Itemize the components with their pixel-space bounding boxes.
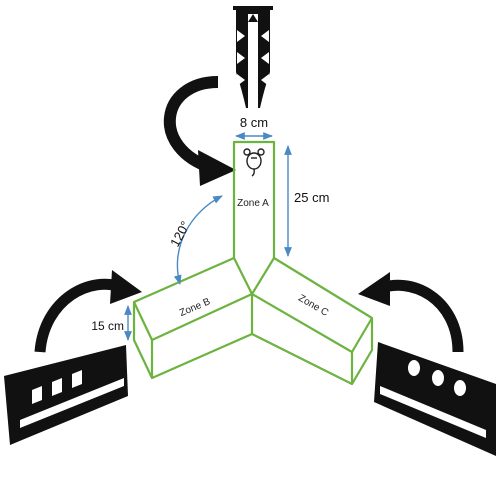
right-insertion-arrow-icon (358, 272, 464, 353)
arm-width-dimension: 8 cm (235, 115, 273, 140)
zone-c-label: Zone C (296, 293, 330, 319)
arm-length-label: 25 cm (294, 190, 329, 205)
arm-c (251, 257, 374, 386)
top-insertion-arrow-icon (164, 76, 236, 186)
right-cue-panel (374, 342, 496, 456)
arm-angle-dimension: 120° (167, 195, 223, 285)
arm-width-label: 8 cm (240, 115, 268, 130)
triangle-cue-icon (237, 30, 269, 86)
zone-a-label: Zone A (237, 198, 269, 209)
top-cue-panel (233, 6, 273, 108)
arm-length-dimension: 25 cm (284, 145, 329, 257)
y-maze (132, 140, 374, 386)
arm-a (232, 140, 276, 258)
wall-height-label: 15 cm (91, 319, 124, 333)
circle-cue-icon (408, 360, 466, 396)
left-insertion-arrow-icon (34, 270, 142, 353)
mouse-icon (243, 148, 265, 177)
arm-angle-label: 120° (167, 218, 193, 249)
square-cue-icon (32, 370, 82, 404)
wall-height-dimension: 15 cm (91, 305, 132, 341)
left-cue-panel (4, 345, 128, 445)
arm-b (132, 256, 253, 380)
